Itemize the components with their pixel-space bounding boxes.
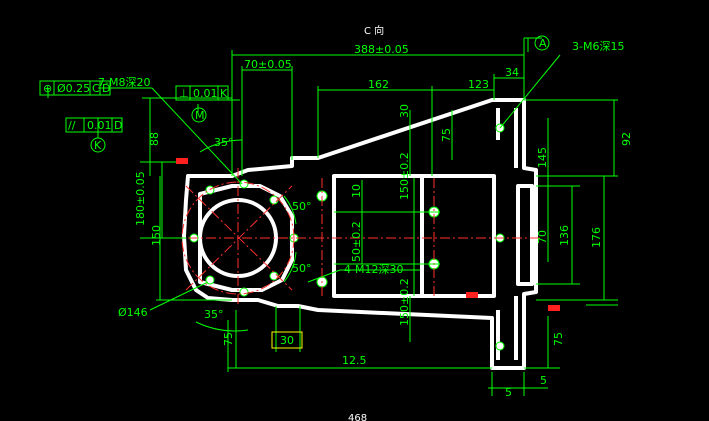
dim-30-highlight	[271, 331, 303, 349]
datum-k: K	[94, 139, 102, 152]
inner-slot	[516, 184, 534, 286]
fcf-position-ref1: C	[92, 82, 100, 95]
fcf-par-tol: 0.01	[87, 119, 112, 132]
fcf-perp-ref: K	[220, 87, 228, 100]
surface-flag-3	[548, 305, 560, 311]
dimension-lines	[47, 37, 618, 396]
dim-123: 123	[468, 78, 489, 91]
dim-5a: 5	[505, 386, 512, 399]
center-lines	[170, 168, 540, 306]
datum-m-circle	[191, 107, 207, 123]
dim-75-left: 75	[222, 332, 235, 346]
fcf-parallelism	[65, 117, 123, 133]
angle-35-top: 35°	[214, 136, 234, 149]
dim-75-small: 75	[440, 128, 453, 142]
fcf-par-ref: D	[114, 119, 122, 132]
dim-30-top: 30	[398, 104, 411, 118]
fcf-par-symbol: //	[68, 119, 76, 132]
callout-m8: 7-M8深20	[98, 76, 150, 89]
datum-a-circle	[534, 35, 550, 51]
dim-162: 162	[368, 78, 389, 91]
dim-176: 176	[590, 227, 603, 248]
dim-388: 388±0.05	[354, 43, 409, 56]
dim-145: 145	[536, 147, 549, 168]
dim-150-upper: 150±0.2	[398, 152, 411, 200]
dim-5b: 5	[540, 374, 547, 387]
fcf-perp-tol: 0.01	[193, 87, 218, 100]
fcf-position-symbol: ⊕	[43, 82, 52, 95]
callout-m6: 3-M6深15	[572, 40, 624, 53]
dim-88: 88	[148, 132, 161, 146]
dim-150-lower: 150±0.2	[398, 278, 411, 326]
dim-50: 50±0.2	[350, 221, 363, 262]
dim-70-right: 70	[536, 230, 549, 244]
angle-35-bottom: 35°	[204, 308, 224, 321]
dim-30: 30	[280, 334, 294, 347]
dim-70: 70±0.05	[244, 58, 292, 71]
m8-hole-2	[205, 185, 215, 195]
dim-468: 468	[348, 413, 367, 421]
annotations: C 向 A M K ⊕ Ø0.25 C D ⊥ 0.01 K // 0.01 D…	[43, 24, 633, 421]
fcf-position-ref2: D	[102, 82, 110, 95]
callout-d146: Ø146	[118, 306, 148, 319]
outer-profile	[182, 98, 538, 370]
datum-m: M	[195, 109, 205, 122]
fcf-perp-symbol: ⊥	[179, 87, 189, 100]
dim-12-5: 12.5	[342, 354, 367, 367]
fcf-position-tol: Ø0.25	[57, 82, 90, 95]
dim-150-left: 150	[150, 225, 163, 246]
view-label: C 向	[364, 24, 384, 37]
fcf-perpendicularity	[175, 85, 229, 101]
m8-hole-1	[239, 179, 249, 189]
m8-hole-8	[269, 195, 279, 205]
dim-180: 180±0.05	[134, 171, 147, 226]
datum-flags	[176, 158, 560, 311]
angle-50-top: 50°	[292, 200, 312, 213]
boss-ring	[198, 184, 294, 292]
fcf-position	[39, 80, 111, 96]
m6-hole-3	[495, 341, 505, 351]
angle-50-bottom: 50°	[292, 262, 312, 275]
inner-window	[332, 174, 496, 298]
datum-k-circle	[90, 137, 106, 153]
dim-34: 34	[505, 66, 519, 79]
dim-92: 92	[620, 132, 633, 146]
surface-flag-1	[176, 158, 188, 164]
callout-m12: 4-M12深30	[344, 263, 403, 276]
datum-circles	[90, 35, 550, 153]
dim-75-right: 75	[552, 332, 565, 346]
dim-10: 10	[350, 184, 363, 198]
dim-136: 136	[558, 225, 571, 246]
m8-hole-5	[239, 287, 249, 297]
surface-flag-2	[466, 292, 478, 298]
datum-a: A	[539, 37, 547, 50]
